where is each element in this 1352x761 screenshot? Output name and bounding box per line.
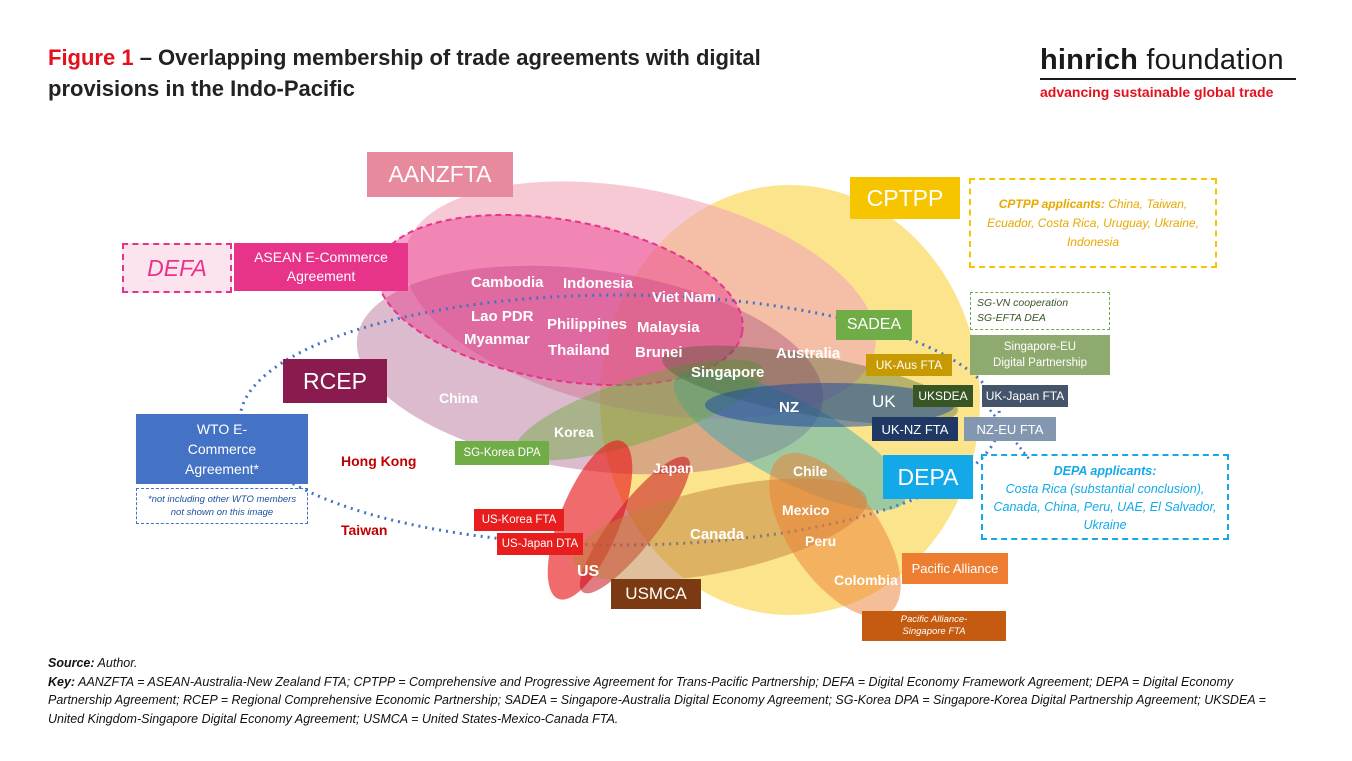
pacific-alliance-label: Pacific Alliance <box>902 553 1008 584</box>
sg-korea-ellipse <box>515 359 765 461</box>
us-korea-ellipse <box>547 440 633 600</box>
country-uk: UK <box>872 392 896 411</box>
country-taiwan: Taiwan <box>341 522 388 538</box>
rcep-ellipse <box>356 265 824 475</box>
country-hong-kong: Hong Kong <box>341 453 417 469</box>
country-peru: Peru <box>805 533 837 549</box>
key-text: AANZFTA = ASEAN-Australia-New Zealand FT… <box>48 674 1266 726</box>
figure-title: Figure 1 – Overlapping membership of tra… <box>48 42 808 104</box>
key-line: Key: AANZFTA = ASEAN-Australia-New Zeala… <box>48 673 1298 729</box>
logo-name-bold: hinrich <box>1040 44 1139 76</box>
us-korea-fta-label: US-Korea FTA <box>474 509 564 531</box>
country-indonesia: Indonesia <box>563 275 634 292</box>
usmca-label: USMCA <box>611 579 701 609</box>
pacific-alliance-ellipse <box>769 453 901 617</box>
country-colombia: Colombia <box>834 572 898 588</box>
logo-divider <box>1040 78 1296 80</box>
figure-title-text: – Overlapping membership of trade agreem… <box>48 45 761 101</box>
country-canada: Canada <box>690 526 745 543</box>
source-label: Source: <box>48 656 95 670</box>
cptpp-label: CPTPP <box>850 177 960 219</box>
country-mexico: Mexico <box>782 502 830 518</box>
country-cambodia: Cambodia <box>471 274 544 291</box>
sg-vn-text: SG-VN cooperation <box>977 297 1069 309</box>
depa-applicants-label: DEPA applicants: <box>1053 464 1157 478</box>
country-chile: Chile <box>793 463 828 479</box>
country-japan: Japan <box>653 460 694 476</box>
logo-wordmark: hinrich foundation <box>1040 44 1300 76</box>
country-thailand: Thailand <box>548 342 610 359</box>
depa-applicants-box: DEPA applicants: Costa Rica (substantial… <box>981 454 1229 540</box>
source-text: Author. <box>94 656 138 670</box>
figure-number: Figure 1 <box>48 45 134 70</box>
nz-ellipse <box>705 383 955 427</box>
country-brunei: Brunei <box>635 344 683 361</box>
uksdea-label: UKSDEA <box>913 385 973 407</box>
uk-japan-fta-label: UK-Japan FTA <box>982 385 1068 407</box>
country-singapore: Singapore <box>691 364 765 381</box>
country-nz: NZ <box>779 399 799 416</box>
country-australia: Australia <box>776 345 841 362</box>
wto-label: WTO E-Commerce Agreement* <box>136 414 308 484</box>
country-myanmar: Myanmar <box>464 331 530 348</box>
country-us: US <box>577 563 600 580</box>
depa-applicants-list: Costa Rica (substantial conclusion), Can… <box>993 482 1217 532</box>
cptpp-applicants-box: CPTPP applicants: China, Taiwan, Ecuador… <box>969 178 1217 268</box>
country-malaysia: Malaysia <box>637 319 700 336</box>
country-china: China <box>439 390 478 406</box>
asean-ecommerce-label: ASEAN E-Commerce Agreement <box>234 243 408 291</box>
country-vietnam: Viet Nam <box>652 289 716 306</box>
aanzfta-label: AANZFTA <box>367 152 513 197</box>
uk-nz-fta-label: UK-NZ FTA <box>872 417 958 441</box>
us-japan-dta-label: US-Japan DTA <box>497 533 583 555</box>
pacific-alliance-singapore-label: Pacific Alliance-Singapore FTA <box>862 611 1006 641</box>
sadea-label: SADEA <box>836 310 912 340</box>
aanzfta-ellipse <box>404 181 876 419</box>
depa-label: DEPA <box>883 455 973 499</box>
hinrich-foundation-logo: hinrich foundation advancing sustainable… <box>1040 44 1300 100</box>
wto-note: *not including other WTO members not sho… <box>136 488 308 524</box>
defa-label: DEFA <box>122 243 232 293</box>
country-korea: Korea <box>554 424 594 440</box>
cptpp-applicants-list: China, Taiwan, Ecuador, Costa Rica, Urug… <box>987 197 1199 249</box>
country-philippines: Philippines <box>547 316 628 333</box>
nz-eu-fta-label: NZ-EU FTA <box>964 417 1056 441</box>
cptpp-applicants-label: CPTPP applicants: <box>998 197 1105 211</box>
singapore-eu-label: Singapore-EU Digital Partnership <box>970 335 1110 375</box>
country-lao: Lao PDR <box>471 308 534 325</box>
sg-cooperation-box: SG-VN cooperation SG-EFTA DEA <box>970 292 1110 330</box>
logo-name-rest: foundation <box>1138 44 1284 76</box>
key-label: Key: <box>48 674 76 689</box>
rcep-label: RCEP <box>283 359 387 403</box>
sg-efta-text: SG-EFTA DEA <box>977 312 1046 324</box>
sg-korea-dpa-label: SG-Korea DPA <box>455 441 549 465</box>
figure-footer: Source: Author. Key: AANZFTA = ASEAN-Aus… <box>48 654 1298 728</box>
logo-tagline: advancing sustainable global trade <box>1040 84 1274 100</box>
uk-aus-fta-label: UK-Aus FTA <box>866 354 952 376</box>
source-line: Source: Author. <box>48 654 1298 673</box>
